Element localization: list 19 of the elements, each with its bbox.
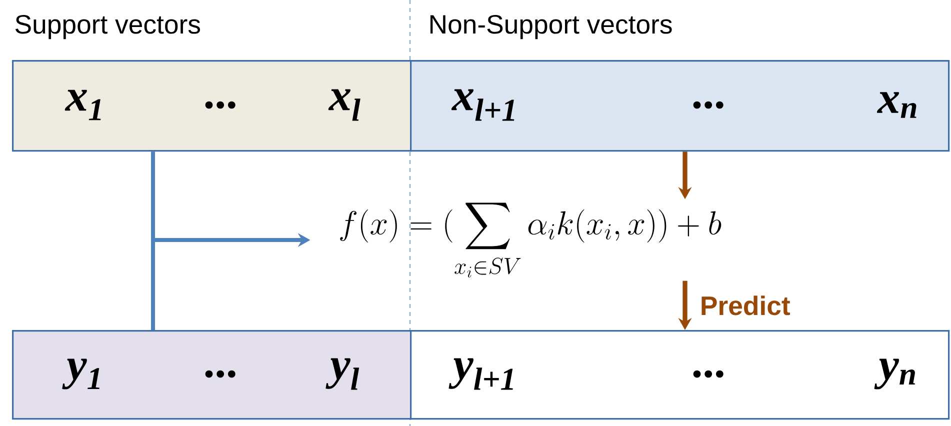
vector-element: y$_{l}$ (326, 358, 360, 390)
vector-element: y$_{1}$ (62, 358, 100, 390)
vector-row-box (12, 60, 412, 152)
vector-element: x$_{l+1}$ (451, 89, 514, 121)
vector-element: ... (205, 101, 236, 109)
formula: $f(x)=(\sum_{x_i\in SV}\alpha_i k(x_i,x))+b$ (340, 202, 722, 278)
vector-element: y$_{l+1}$ (448, 358, 513, 390)
vector-element: ... (693, 101, 724, 109)
edge-label: Predict (702, 296, 790, 316)
vector-row-box (12, 330, 412, 420)
vector-element: ... (205, 370, 236, 378)
column-heading: Non-Support vectors (430, 14, 672, 40)
vector-element: y$_{n}$ (874, 358, 915, 390)
vector-element: ... (693, 370, 724, 378)
vector-element: x$_{l}$ (328, 89, 360, 121)
vector-row-box (410, 330, 950, 420)
vector-row-box (410, 60, 950, 152)
vector-element: x$_{1}$ (64, 90, 101, 120)
vector-element: x$_{n}$ (876, 92, 916, 118)
